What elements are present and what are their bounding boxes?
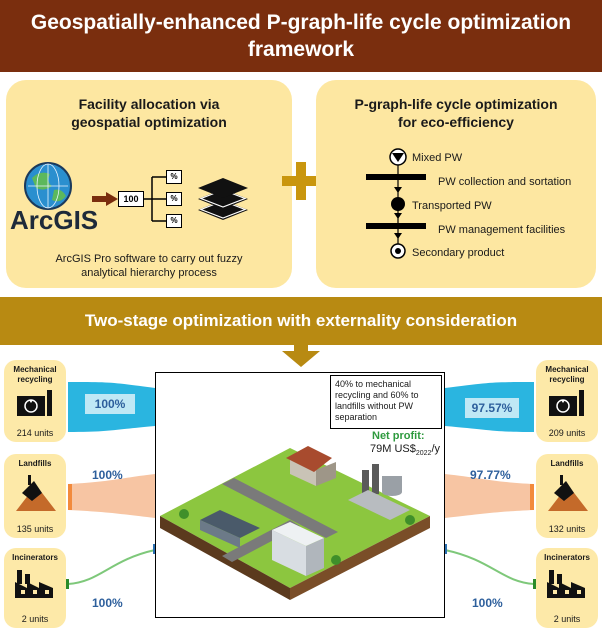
right-panel-title-2: for eco-efficiency [398,114,514,130]
facility-units: 214 units [16,428,54,438]
percent-label: % [170,194,178,203]
isometric-city-illustration [160,446,430,600]
title-banner: Geospatially-enhanced P-graph-life cycle… [0,0,602,72]
landfill-icon [16,475,56,511]
scenario-note-box: 40% to mechanical recycling and 60% to l… [330,375,442,429]
net-profit-unit: /y [431,443,440,455]
layers-icon [198,178,248,220]
facility-name-2: recycling [549,375,585,384]
value-box: 100 [118,191,144,207]
note-line-2: recycling and 60% to [335,390,419,400]
facility-units: 2 units [553,614,581,624]
net-profit-year: 2022 [415,450,432,458]
recycling-factory-icon [549,390,584,416]
hierarchy-tree [144,176,166,222]
net-profit-label: Net profit: [372,430,425,442]
arcgis-logo-text: ArcGIS [10,205,99,235]
facility-name: Mechanical [545,365,589,374]
down-arrow-icon [282,343,320,367]
facility-name: Landfills [550,459,584,468]
right-mech-pct-box: 97.57% [464,397,520,419]
caption-line-2: analytical hierarchy process [81,267,217,279]
landfill-icon [548,475,588,511]
facility-name: Incinerators [544,553,590,562]
title-line-1: Geospatially-enhanced P-graph-life cycle… [30,11,572,34]
p-graph-diagram [366,148,426,259]
left-panel-title-2: geospatial optimization [71,114,227,130]
pgraph-item-transported: Transported PW [412,200,492,212]
percent-label: % [170,172,178,181]
pgraph-item-mixed-pw: Mixed PW [412,152,463,164]
percent-box-1: % [166,170,182,184]
recycling-factory-icon [17,390,52,416]
facility-name: Incinerators [12,553,58,562]
left-mech-pct-box: 100% [84,393,136,415]
left-landfill-pct: 100% [92,468,123,482]
percent-box-2: % [166,192,182,206]
right-incinerators-card: Incinerators 2 units [536,548,598,628]
right-landfills-card: Landfills 132 units [536,454,598,538]
note-line-3: landfills without PW [335,401,414,411]
facility-name: Mechanical [13,365,57,374]
facility-units: 2 units [21,614,49,624]
incinerator-factory-icon [15,570,53,598]
pct-label: 97.57% [471,401,513,415]
two-stage-band: Two-stage optimization with externality … [0,297,602,345]
facility-units: 135 units [16,524,54,534]
left-panel-title-1: Facility allocation via [78,96,220,112]
pct-label: 100% [94,397,126,411]
left-landfills-card: Landfills 135 units [4,454,66,538]
right-panel-title-1: P-graph-life cycle optimization [354,96,558,112]
value-label: 100 [123,194,139,204]
pgraph-item-secondary: Secondary product [412,247,505,259]
net-profit-block: Net profit: 79M US$2022/y [370,430,440,460]
net-profit-value: 79M US$ [370,443,416,455]
facility-name: Landfills [18,459,52,468]
left-incinerator-pct: 100% [92,596,123,610]
note-line-4: separation [335,412,378,422]
pgraph-item-facilities: PW management facilities [438,224,566,236]
net-profit-value-line: 79M US$2022/y [370,443,440,460]
right-landfill-pct: 97.77% [470,468,511,482]
left-panel-caption: ArcGIS Pro software to carry out fuzzy a… [6,252,292,280]
facility-name-2: recycling [17,375,53,384]
title-line-2: framework [247,38,355,61]
note-line-1: 40% to mechanical [335,379,412,389]
pgraph-item-collection: PW collection and sortation [438,176,572,188]
right-incinerator-pct: 100% [472,596,503,610]
left-incinerators-card: Incinerators 2 units [4,548,66,628]
arcgis-globe-icon [24,162,72,210]
incinerator-factory-icon [547,570,585,598]
arrow-right-icon [92,192,118,206]
plus-icon [282,162,320,200]
facility-units: 209 units [548,428,586,438]
p-graph-panel: P-graph-life cycle optimization for eco-… [316,80,596,288]
percent-label: % [170,216,178,225]
percent-box-3: % [166,214,182,228]
facility-units: 132 units [548,524,586,534]
caption-line-1: ArcGIS Pro software to carry out fuzzy [55,253,243,265]
